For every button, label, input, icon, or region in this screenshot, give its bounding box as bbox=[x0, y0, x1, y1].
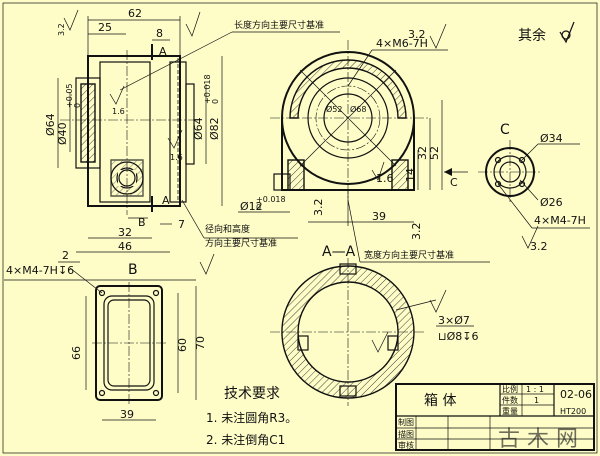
qty-label: 件数 bbox=[502, 395, 518, 405]
view-b-dim-66: 66 bbox=[70, 346, 83, 360]
side-dim-16: 1.6 bbox=[376, 172, 394, 185]
side-rough-left: 3.2 bbox=[312, 199, 325, 217]
side-dim-14: 14 bbox=[404, 168, 417, 182]
dim-phi64-left: Ø64 bbox=[44, 113, 57, 136]
drawn-label: 制图 bbox=[398, 417, 414, 427]
side-thread-note: 4×M6-7H bbox=[376, 37, 428, 50]
dim-7: 7 bbox=[178, 218, 185, 231]
part-name: 箱 体 bbox=[424, 393, 456, 409]
ratio-value: 1 : 1 bbox=[526, 385, 544, 394]
section-aa-counterbore: ⊔Ø8↧6 bbox=[438, 330, 478, 343]
section-aa: A—A 3×Ø7 ⊔Ø8↧6 bbox=[270, 244, 478, 406]
dim-2: 2 bbox=[62, 249, 69, 262]
section-aa-label: A—A bbox=[322, 244, 356, 260]
dim-phi40-tol: +0.050 bbox=[65, 83, 82, 108]
material: HT200 bbox=[560, 407, 586, 416]
side-view-mark-c: C bbox=[450, 176, 458, 189]
front-right-step bbox=[185, 83, 195, 165]
note-length-datum: 长度方向主要尺寸基准 bbox=[234, 19, 324, 31]
dim-phi64-tol: +0.0180 bbox=[203, 74, 220, 104]
view-b-label: B bbox=[128, 262, 138, 278]
note-radial-2: 方向主要尺寸基准 bbox=[205, 237, 277, 249]
section-aa-holes: 3×Ø7 bbox=[438, 314, 470, 327]
weight-label: 重量 bbox=[502, 406, 518, 416]
view-b-thread: 4×M4-7H↧6 bbox=[6, 264, 74, 277]
design-label: 描图 bbox=[398, 429, 414, 439]
dim-phi82: Ø82 bbox=[208, 117, 221, 140]
side-dia-68: Ø68 bbox=[350, 104, 366, 114]
view-b-dim-39: 39 bbox=[120, 408, 134, 421]
dim-phi40: Ø40 bbox=[56, 122, 69, 145]
rough-16-a: 1.6 bbox=[112, 107, 125, 116]
check-label: 审核 bbox=[398, 440, 414, 450]
dim-32: 32 bbox=[118, 226, 132, 239]
front-left-boss-section bbox=[80, 83, 96, 163]
view-b: B 4×M4-7H↧6 66 60 70 39 bbox=[4, 253, 215, 421]
view-c: C Ø34 Ø26 4×M4-7H 3.2 bbox=[478, 122, 590, 253]
side-dim-32b: 3.2 bbox=[410, 223, 423, 241]
tech-req-title: 技术要求 bbox=[224, 386, 280, 402]
section-aa-ring bbox=[281, 265, 415, 399]
qty-value: 1 bbox=[534, 396, 539, 405]
side-dia-52: Ø52 bbox=[326, 104, 342, 114]
title-block: 箱 体 比例 1 : 1 件数 1 重量 02-06 HT200 制图 描图 审… bbox=[395, 383, 595, 451]
dim-phi12: Ø12 bbox=[240, 200, 263, 213]
section-mark-b: B bbox=[138, 216, 146, 229]
view-b-dim-60: 60 bbox=[176, 338, 189, 352]
dim-phi64-right: Ø64 bbox=[192, 117, 205, 140]
section-mark-a-top: A bbox=[159, 45, 167, 58]
view-c-thread: 4×M4-7H bbox=[534, 214, 586, 227]
side-rough-top: 3.2 bbox=[408, 28, 426, 41]
tech-req-item-2: 2. 未注倒角C1 bbox=[206, 432, 285, 447]
section-mark-a-bottom: A bbox=[162, 194, 170, 207]
tech-req-item-1: 1. 未注圆角R3。 bbox=[206, 410, 297, 425]
view-c-dia-26: Ø26 bbox=[540, 196, 563, 209]
rough-32-top: 3.2 bbox=[57, 23, 66, 36]
note-radial-1: 径向和高度 bbox=[205, 223, 250, 235]
general-roughness-note: 其余 bbox=[518, 27, 546, 44]
view-c-label: C bbox=[500, 122, 510, 138]
watermark-logo: 古 木 网 bbox=[498, 427, 578, 452]
ratio-label: 比例 bbox=[502, 384, 518, 394]
dim-8: 8 bbox=[156, 27, 163, 40]
tech-requirements: 技术要求 1. 未注圆角R3。 2. 未注倒角C1 bbox=[206, 386, 297, 447]
dim-25: 25 bbox=[98, 21, 112, 34]
front-left-boss bbox=[75, 77, 101, 169]
side-dim-39: 39 bbox=[372, 210, 386, 223]
drawing-number: 02-06 bbox=[560, 388, 592, 401]
side-dim-32: 32 bbox=[416, 146, 429, 160]
rough-16-b: 1.6 bbox=[170, 153, 183, 162]
note-width-datum: 宽度方向主要尺寸基准 bbox=[364, 249, 454, 261]
side-dim-52: 52 bbox=[428, 146, 441, 160]
view-c-dia-34: Ø34 bbox=[540, 132, 563, 145]
dim-46: 46 bbox=[118, 240, 132, 253]
side-view: 4×M6-7H 3.2 Ø52 Ø68 39 32 52 14 1.6 3.2 … bbox=[270, 23, 490, 263]
view-b-dim-70: 70 bbox=[194, 336, 207, 350]
view-c-rough: 3.2 bbox=[530, 240, 548, 253]
dim-62: 62 bbox=[128, 7, 142, 20]
front-view: 62 25 8 A A B Ø64 Ø40 +0.050 Ø64 +0.0180… bbox=[44, 7, 340, 263]
